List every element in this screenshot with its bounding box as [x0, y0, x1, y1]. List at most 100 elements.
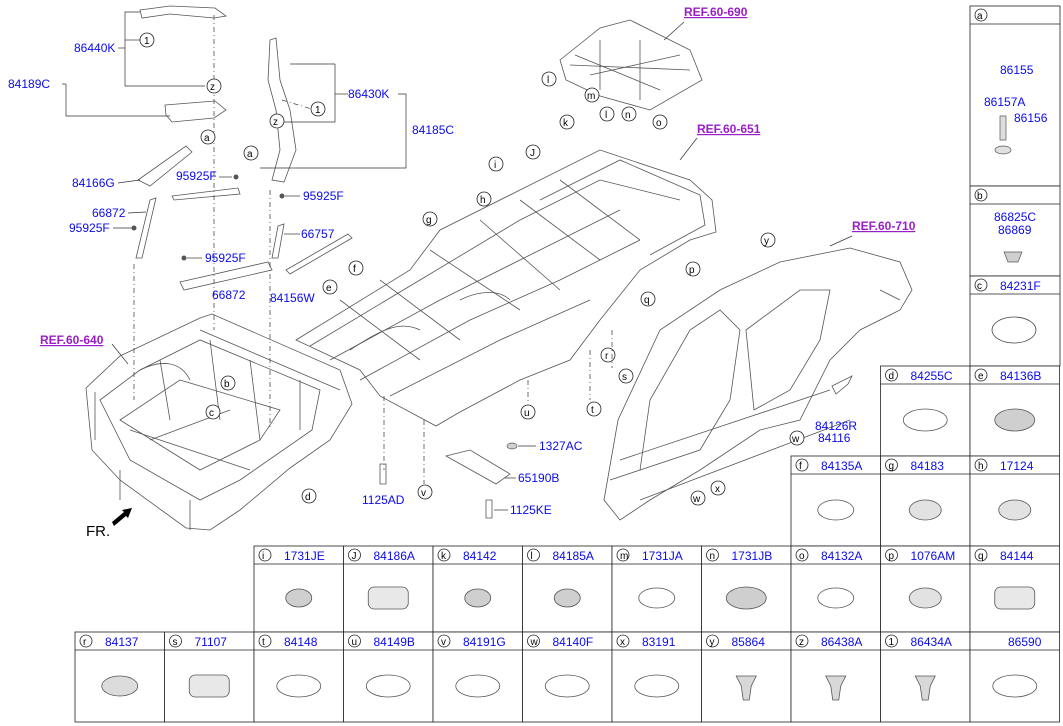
grid-part-number: 1731JA	[642, 549, 683, 563]
callout-86440K: 86440K	[74, 41, 115, 55]
floor-pan: REF.60-690 REF.60-651 l m l n o k J i h …	[295, 5, 761, 519]
grid-letter-badge	[706, 634, 719, 648]
pillar-parts: 84166G 95925F 66872 95925F 95925F 66757 …	[69, 145, 353, 430]
part-illustration-icon	[914, 675, 936, 701]
ref-60-640: REF.60-640	[40, 333, 104, 347]
tag-l-label: l	[547, 75, 549, 86]
grid-cell-86438A	[790, 631, 881, 723]
grid-letter: z	[799, 637, 804, 648]
callout-84166G: 84166G	[72, 176, 115, 190]
tag-w2	[690, 490, 706, 506]
grid-letter: h	[978, 461, 984, 472]
tag-a2	[243, 145, 259, 161]
part-illustration-icon	[101, 675, 139, 697]
grid-letter-badge	[348, 548, 361, 562]
callout-66872-b: 66872	[212, 288, 246, 302]
grid-part-number: 86438A	[821, 635, 862, 649]
tag-x	[710, 480, 726, 496]
callout-95925F-a: 95925F	[176, 169, 217, 183]
part-illustration-icon	[994, 408, 1036, 432]
part-illustration-icon	[908, 499, 942, 521]
tag-w	[789, 430, 805, 446]
tag-a	[200, 129, 216, 145]
side-parts-table: a 86155 86157A 86156 b 86825C 86869 c 84…	[969, 5, 1061, 367]
part-86155: 86155	[1000, 63, 1034, 77]
grid-part-number: 84142	[463, 549, 497, 563]
grid-part-number: 84135A	[821, 459, 862, 473]
grid-letter: J	[352, 551, 357, 562]
tag-a2-label: a	[247, 149, 253, 160]
tag-a-label: a	[204, 133, 210, 144]
grid-part-number: 84148	[284, 635, 318, 649]
tag-q-label: q	[644, 295, 650, 306]
tag-j-label: J	[530, 148, 535, 159]
grid-part-number: 1076AM	[911, 549, 956, 563]
tag-z2	[269, 113, 285, 129]
grid-letter-badge	[527, 634, 540, 648]
tag-s	[618, 368, 634, 384]
part-illustration-icon	[276, 674, 322, 698]
tag-o-label: o	[656, 118, 662, 129]
callout-95925F-c: 95925F	[69, 221, 110, 235]
tag-i-label: i	[494, 160, 496, 171]
grid-part-number: 84255C	[911, 369, 953, 383]
upper-bracket-group: 86440K 84189C 1 z a	[8, 5, 228, 330]
part-illustration-icon	[188, 674, 230, 698]
grid-letter: o	[799, 551, 805, 562]
grid-part-number: 1731JB	[732, 549, 773, 563]
tag-q	[640, 291, 656, 307]
part-86157A: 86157A	[984, 95, 1025, 109]
front-arrow-icon	[112, 508, 132, 526]
tag-s-label: s	[622, 372, 627, 383]
tag-n	[621, 106, 637, 122]
grid-letter-badge	[79, 634, 93, 648]
tag-i	[488, 156, 504, 172]
grid-part-number: 84132A	[821, 549, 862, 563]
tag-y-label: y	[764, 236, 769, 247]
tag-1b	[310, 101, 326, 117]
grid-part-number: 85864	[732, 635, 766, 649]
grid-part-number: 84149B	[374, 635, 415, 649]
grid-part-number: 86590	[1008, 635, 1042, 649]
callout-65190B: 65190B	[518, 471, 559, 485]
tag-g	[422, 211, 438, 227]
callout-95925F-d: 95925F	[205, 251, 246, 265]
tag-b-label: b	[224, 379, 230, 390]
grid-letter-badge	[437, 634, 451, 648]
part-illustration-icon	[638, 587, 676, 609]
part-illustration-icon	[285, 588, 313, 608]
part-illustration-icon	[992, 674, 1038, 698]
tag-j	[525, 144, 541, 160]
tag-w-label: w	[791, 434, 800, 445]
grid-letter-badge	[885, 634, 898, 648]
grid-letter-badge	[795, 458, 809, 472]
grid-letter-badge	[527, 548, 540, 562]
callout-66872-a: 66872	[92, 206, 126, 220]
grid-cell-84183	[880, 455, 971, 547]
tag-g-label: g	[426, 215, 432, 226]
cell-c-letter: c	[977, 281, 982, 292]
tag-u-label: u	[524, 408, 530, 419]
grid-letter: k	[441, 551, 447, 562]
grid-letter-badge	[258, 548, 272, 562]
grid-letter: y	[710, 637, 715, 648]
cell-a-letter: a	[977, 11, 983, 22]
grid-part-number: 17124	[1000, 459, 1034, 473]
pillar-bracket-group: 1 z a 86430K 84185C	[243, 37, 454, 183]
callout-84126R: 84126R	[815, 419, 857, 433]
part-84231F: 84231F	[1000, 279, 1041, 293]
part-illustration-icon	[553, 588, 581, 608]
callout-84156W: 84156W	[270, 291, 315, 305]
grid-letter-badge	[885, 548, 898, 562]
ref-60-710: REF.60-710	[852, 219, 916, 233]
part-illustration-icon	[998, 499, 1032, 521]
part-illustration-icon	[994, 586, 1036, 610]
callout-84189C: 84189C	[8, 77, 50, 91]
tag-c	[205, 404, 221, 420]
tag-d	[301, 488, 317, 504]
grid-letter: p	[889, 551, 895, 562]
tag-z-label: z	[210, 82, 215, 93]
callout-1327AC: 1327AC	[539, 439, 583, 453]
